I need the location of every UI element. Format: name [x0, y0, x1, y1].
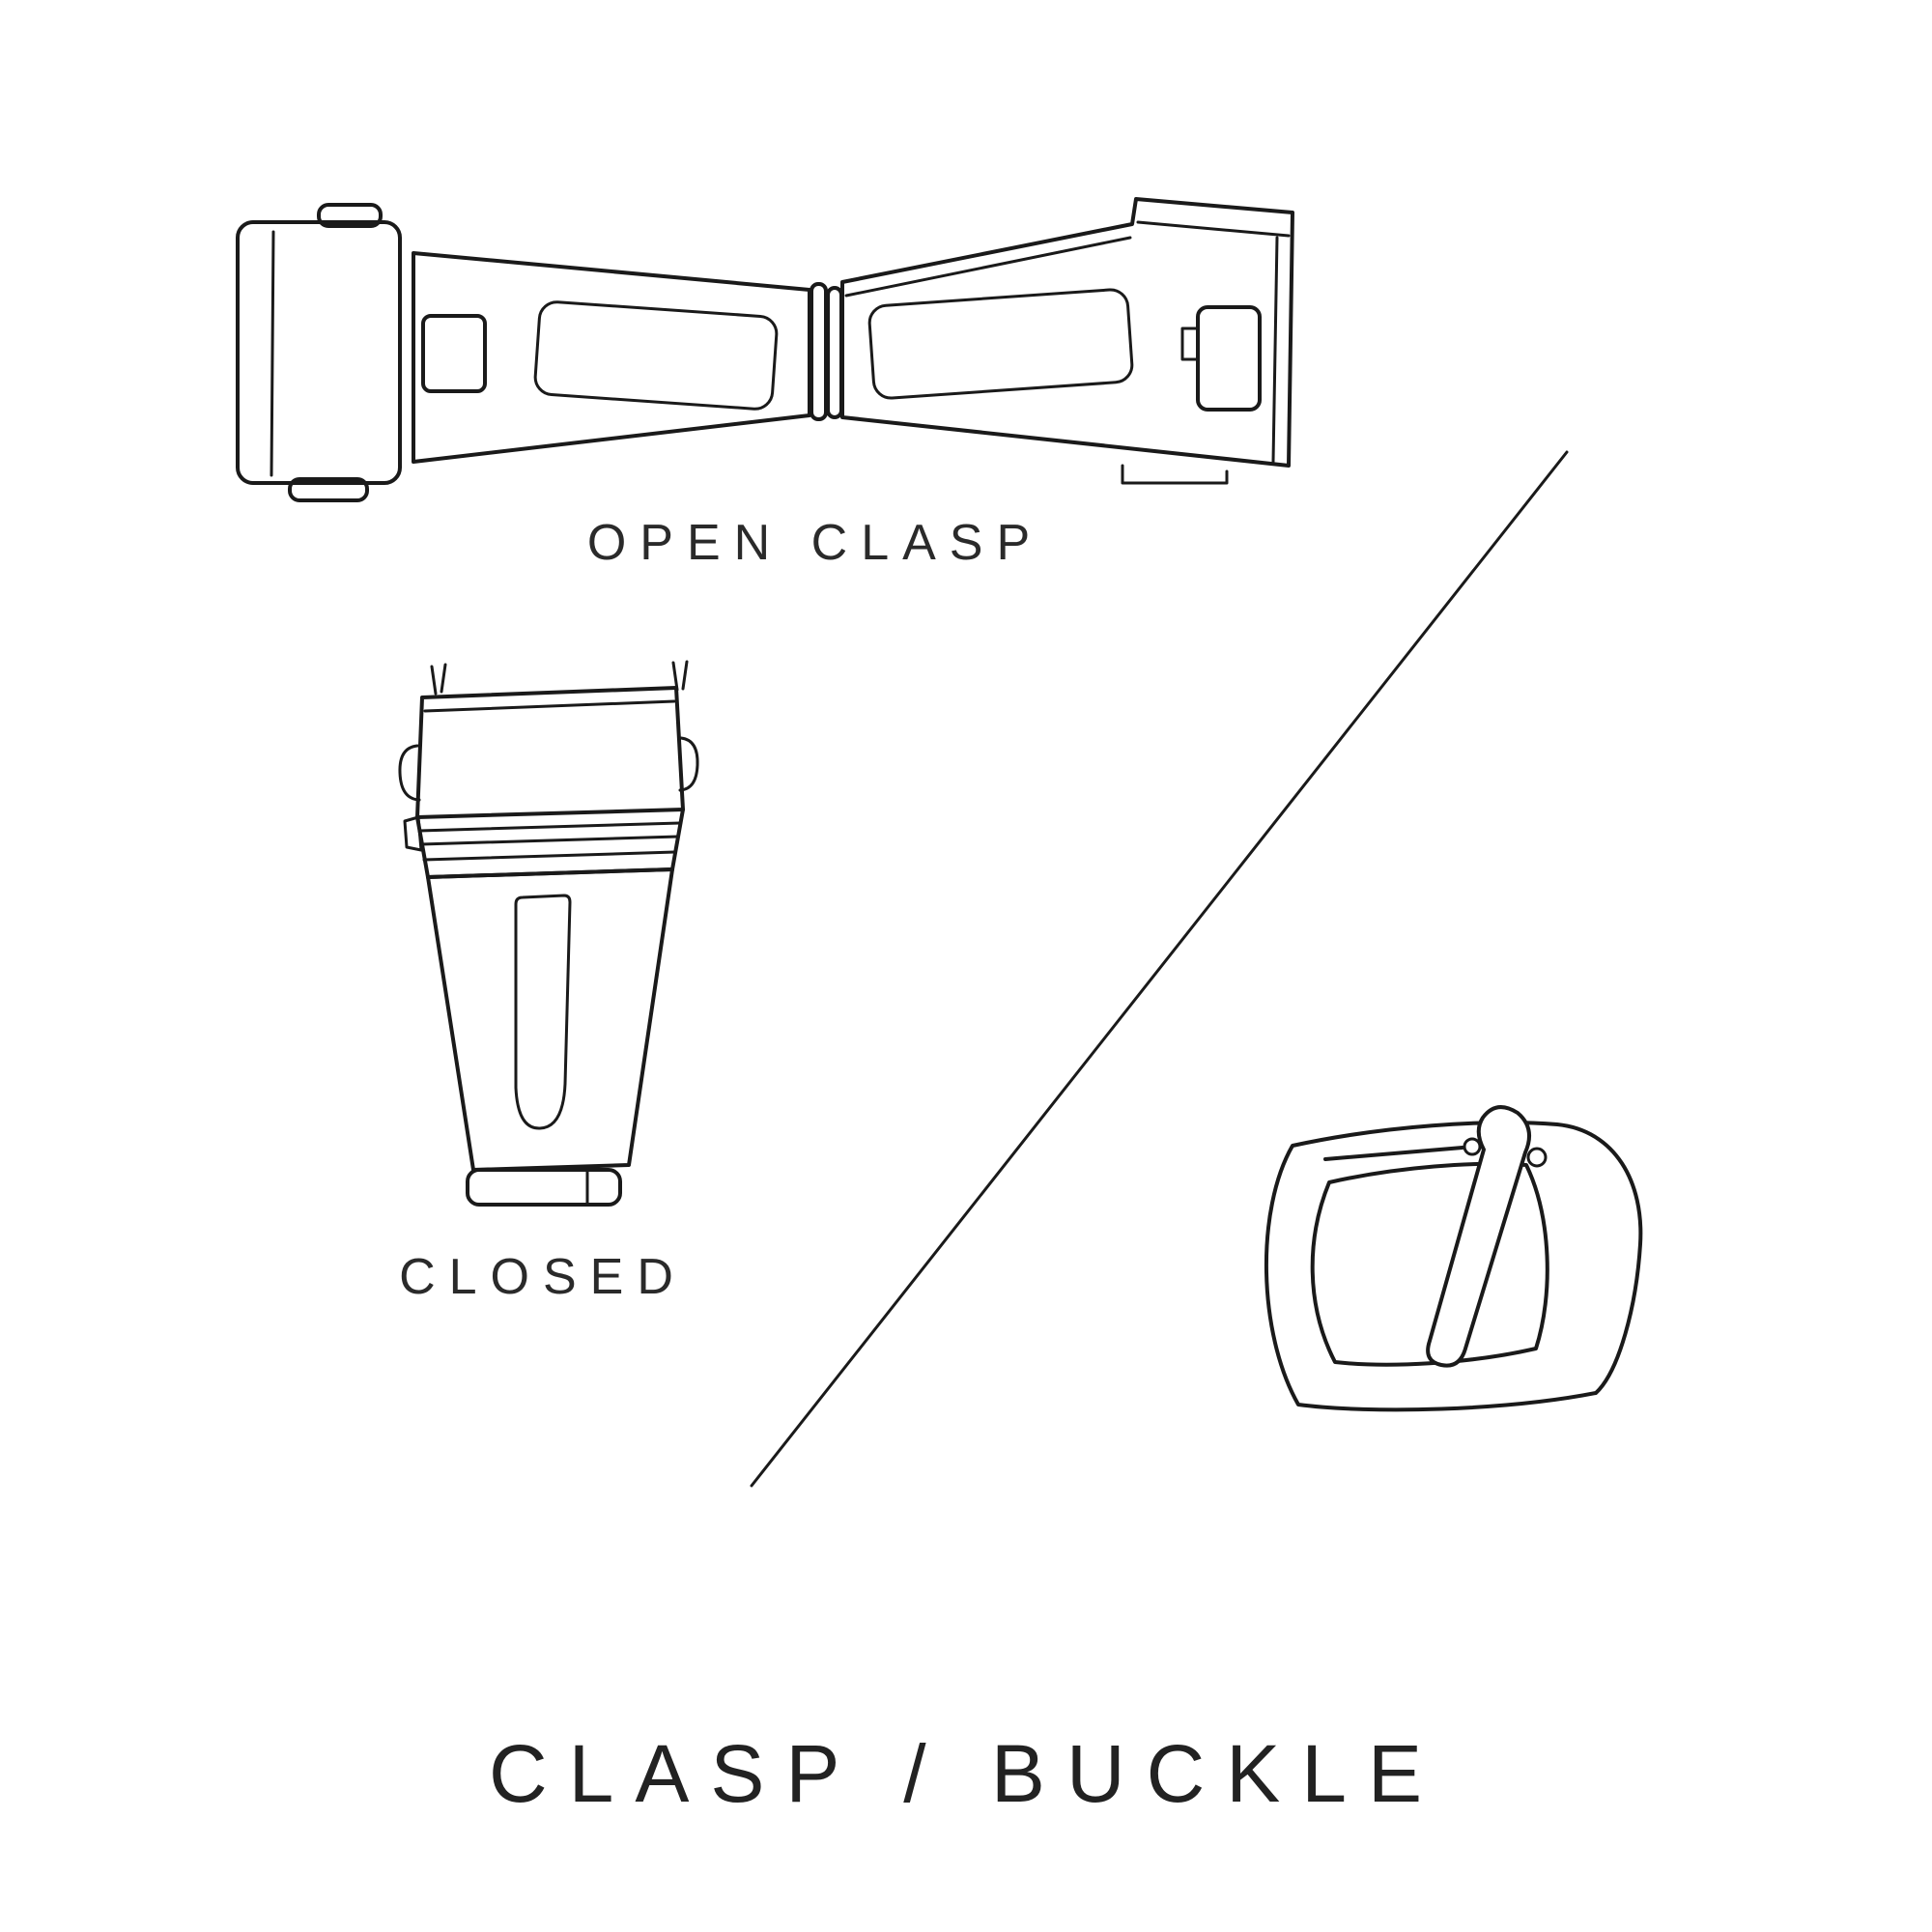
buckle-pin-loop: [1526, 1147, 1548, 1168]
diagonal-divider: [750, 450, 1569, 1488]
tang-buckle-illustration: [1264, 1105, 1643, 1412]
open-clasp-left-arm: [412, 251, 811, 464]
buckle-opening: [1310, 1161, 1549, 1367]
closed-clasp-illustration: [398, 660, 699, 1207]
closed-clasp-band-section: [403, 808, 685, 879]
closed-clasp-bottom-cap: [466, 1168, 622, 1207]
open-clasp-end-piece: [236, 203, 402, 502]
page-title: CLASP / BUCKLE: [488, 1728, 1444, 1819]
buckle-crossbar: [1323, 1137, 1482, 1161]
closed-clasp-prong-left: [430, 663, 447, 696]
closed-clasp-top-block: [398, 686, 699, 819]
closed-clasp-body: [426, 867, 674, 1172]
open-clasp-illustration: [236, 197, 1294, 502]
open-clasp-right-arm: [840, 197, 1294, 485]
closed-clasp-prong-right: [671, 660, 689, 692]
open-clasp-hinge: [810, 282, 843, 421]
open-clasp-caption: OPEN CLASP: [586, 515, 1044, 571]
open-clasp-hook-notch: [421, 314, 487, 393]
closed-clasp-caption: CLOSED: [399, 1249, 687, 1305]
buckle-prong: [1426, 1105, 1532, 1368]
